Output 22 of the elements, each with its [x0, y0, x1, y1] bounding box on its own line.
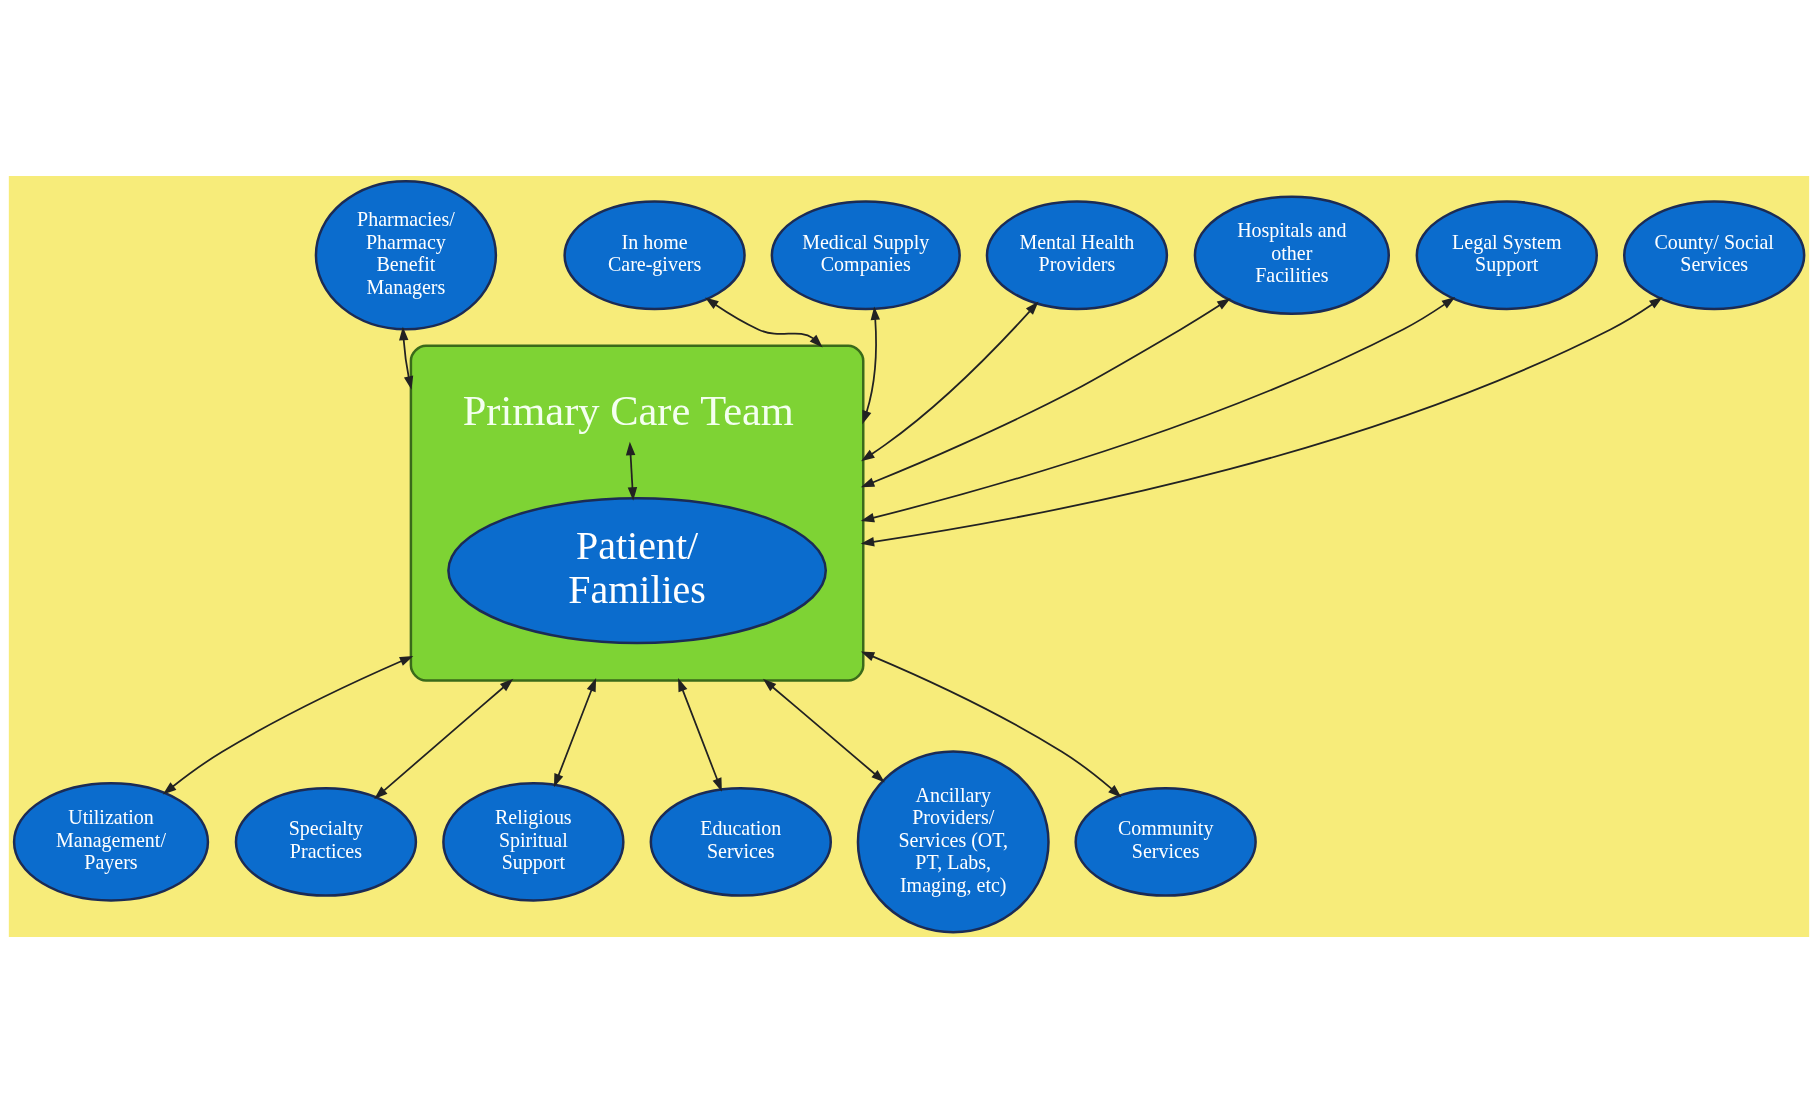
- arrow: [625, 441, 638, 501]
- node-ellipse: Education Services: [649, 786, 832, 897]
- node-ellipse: Mental Health Providers: [985, 200, 1169, 311]
- arrow: [705, 297, 823, 348]
- arrow: [860, 298, 1231, 488]
- node-ellipse: Pharmacies/ Pharmacy Benefit Managers: [314, 179, 498, 331]
- arrow: [399, 326, 414, 390]
- node-ellipse: Patient/ Families: [447, 496, 827, 645]
- arrow: [860, 296, 1456, 523]
- node-ellipse: Religious Spiritual Support: [442, 782, 625, 902]
- arrow: [861, 301, 1039, 462]
- node-ellipse: Hospitals and other Facilities: [1193, 195, 1390, 315]
- arrow: [553, 678, 597, 788]
- arrow: [762, 678, 885, 783]
- arrow: [860, 297, 1663, 547]
- node-circle: Ancillary Providers/ Services (OT, PT, Labs, Imaging, etc): [856, 750, 1050, 934]
- arrow: [374, 678, 514, 799]
- arrow: [162, 656, 414, 795]
- arrow: [678, 678, 722, 792]
- node-ellipse: Medical Supply Companies: [770, 200, 961, 311]
- arrow: [860, 651, 1122, 798]
- arrow: [862, 306, 880, 425]
